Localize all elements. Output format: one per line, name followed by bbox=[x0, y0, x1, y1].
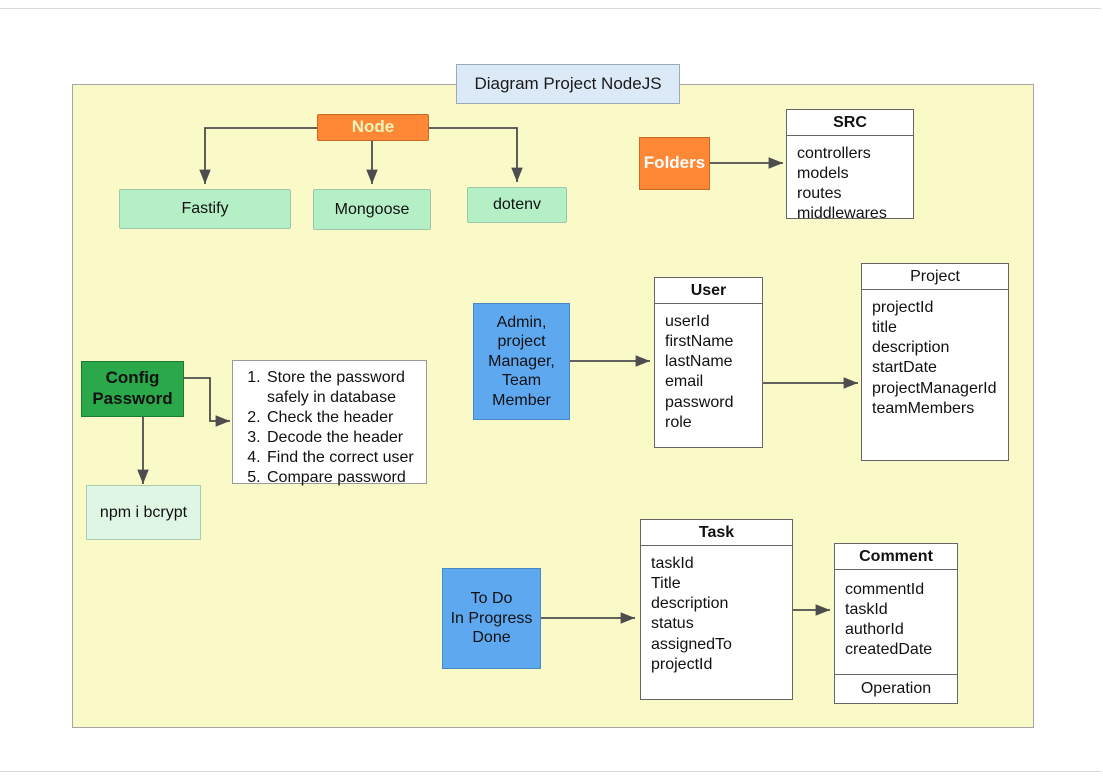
roles-text-line-1: project bbox=[497, 333, 546, 351]
password-steps-card: Store the password safely in databaseChe… bbox=[232, 360, 427, 486]
entity-field: status bbox=[651, 615, 694, 633]
entity-field: projectId bbox=[872, 299, 934, 316]
node-box[interactable]: Node bbox=[317, 114, 429, 141]
entity-comment-title: Comment bbox=[835, 544, 957, 570]
password-step-item: Compare password bbox=[265, 468, 416, 488]
statuses-text-line-0: To Do bbox=[470, 590, 513, 608]
statuses-text-line-2: Done bbox=[472, 629, 511, 647]
password-step-item: Find the correct user bbox=[265, 448, 416, 468]
dotenv-box[interactable]: dotenv bbox=[467, 187, 567, 223]
entity-comment[interactable]: Comment commentId taskId authorId createdDa… bbox=[834, 543, 958, 704]
entity-project-title: Project bbox=[862, 264, 1008, 290]
entity-field: commentId bbox=[845, 581, 925, 598]
entity-field: description bbox=[872, 339, 950, 357]
statuses-text-line-1: In Progress bbox=[450, 609, 533, 627]
entity-field: projectManagerId bbox=[872, 379, 997, 397]
mongoose-box[interactable]: Mongoose bbox=[313, 189, 431, 230]
roles-text-line-2: Manager, bbox=[488, 352, 555, 370]
password-step-item: Store the password safely in database bbox=[265, 368, 416, 408]
config-password-box[interactable]: Config Password bbox=[81, 361, 184, 417]
entity-comment-fields: commentId taskId authorId createdDate bbox=[835, 570, 957, 661]
config-password-line2: Password bbox=[92, 389, 173, 408]
page-frame bbox=[0, 8, 1101, 772]
config-password-line1: Config bbox=[105, 368, 160, 388]
fastify-box[interactable]: Fastify bbox=[119, 189, 291, 229]
entity-project-fields: projectId title description startDate projec… bbox=[862, 290, 1008, 419]
entity-field: firstName bbox=[665, 333, 734, 351]
entity-project[interactable]: Project projectId title description startDa… bbox=[861, 263, 1009, 461]
entity-field: createdDate bbox=[845, 641, 933, 659]
entity-src[interactable]: SRC controllers models routes middlewares bbox=[786, 109, 914, 222]
entity-field: routes bbox=[797, 185, 842, 203]
folders-box[interactable]: Folders bbox=[639, 137, 710, 190]
entity-user-title: User bbox=[655, 278, 762, 304]
entity-field: password bbox=[665, 393, 734, 411]
entity-field: taskId bbox=[845, 601, 888, 619]
entity-task-title: Task bbox=[641, 520, 792, 546]
npm-bcrypt-box[interactable]: npm i bcrypt bbox=[86, 485, 201, 540]
password-step-item: Check the header bbox=[265, 408, 416, 428]
entity-user[interactable]: User userId firstName lastName email passwor… bbox=[654, 277, 763, 448]
entity-field: projectId bbox=[651, 655, 713, 673]
entity-user-fields: userId firstName lastName email password role bbox=[655, 304, 762, 433]
password-steps-list: Store the password safely in databaseChe… bbox=[245, 368, 416, 488]
entity-field: description bbox=[651, 595, 729, 613]
entity-field: middlewares bbox=[797, 205, 887, 223]
entity-field: title bbox=[872, 319, 897, 337]
entity-field: models bbox=[797, 165, 849, 183]
entity-field: taskId bbox=[651, 555, 694, 572]
entity-field: assignedTo bbox=[651, 635, 732, 653]
entity-field: userId bbox=[665, 313, 710, 330]
roles-text-line-0: Admin, bbox=[496, 313, 547, 331]
diagram-title: Diagram Project NodeJS bbox=[456, 64, 680, 104]
entity-field: teamMembers bbox=[872, 399, 975, 417]
roles-text-line-4: Member bbox=[492, 391, 551, 409]
roles-text-line-3: Team bbox=[501, 372, 542, 390]
entity-field: role bbox=[665, 413, 692, 431]
entity-field: Title bbox=[651, 575, 681, 593]
entity-src-title: SRC bbox=[787, 110, 913, 136]
entity-field: lastName bbox=[665, 353, 733, 371]
entity-field: startDate bbox=[872, 359, 937, 377]
entity-src-fields: controllers models routes middlewares bbox=[787, 136, 913, 225]
entity-field: controllers bbox=[797, 145, 871, 162]
entity-comment-footer: Operation bbox=[835, 674, 957, 703]
password-step-item: Decode the header bbox=[265, 428, 416, 448]
entity-field: email bbox=[665, 373, 704, 391]
entity-field: authorId bbox=[845, 621, 904, 639]
